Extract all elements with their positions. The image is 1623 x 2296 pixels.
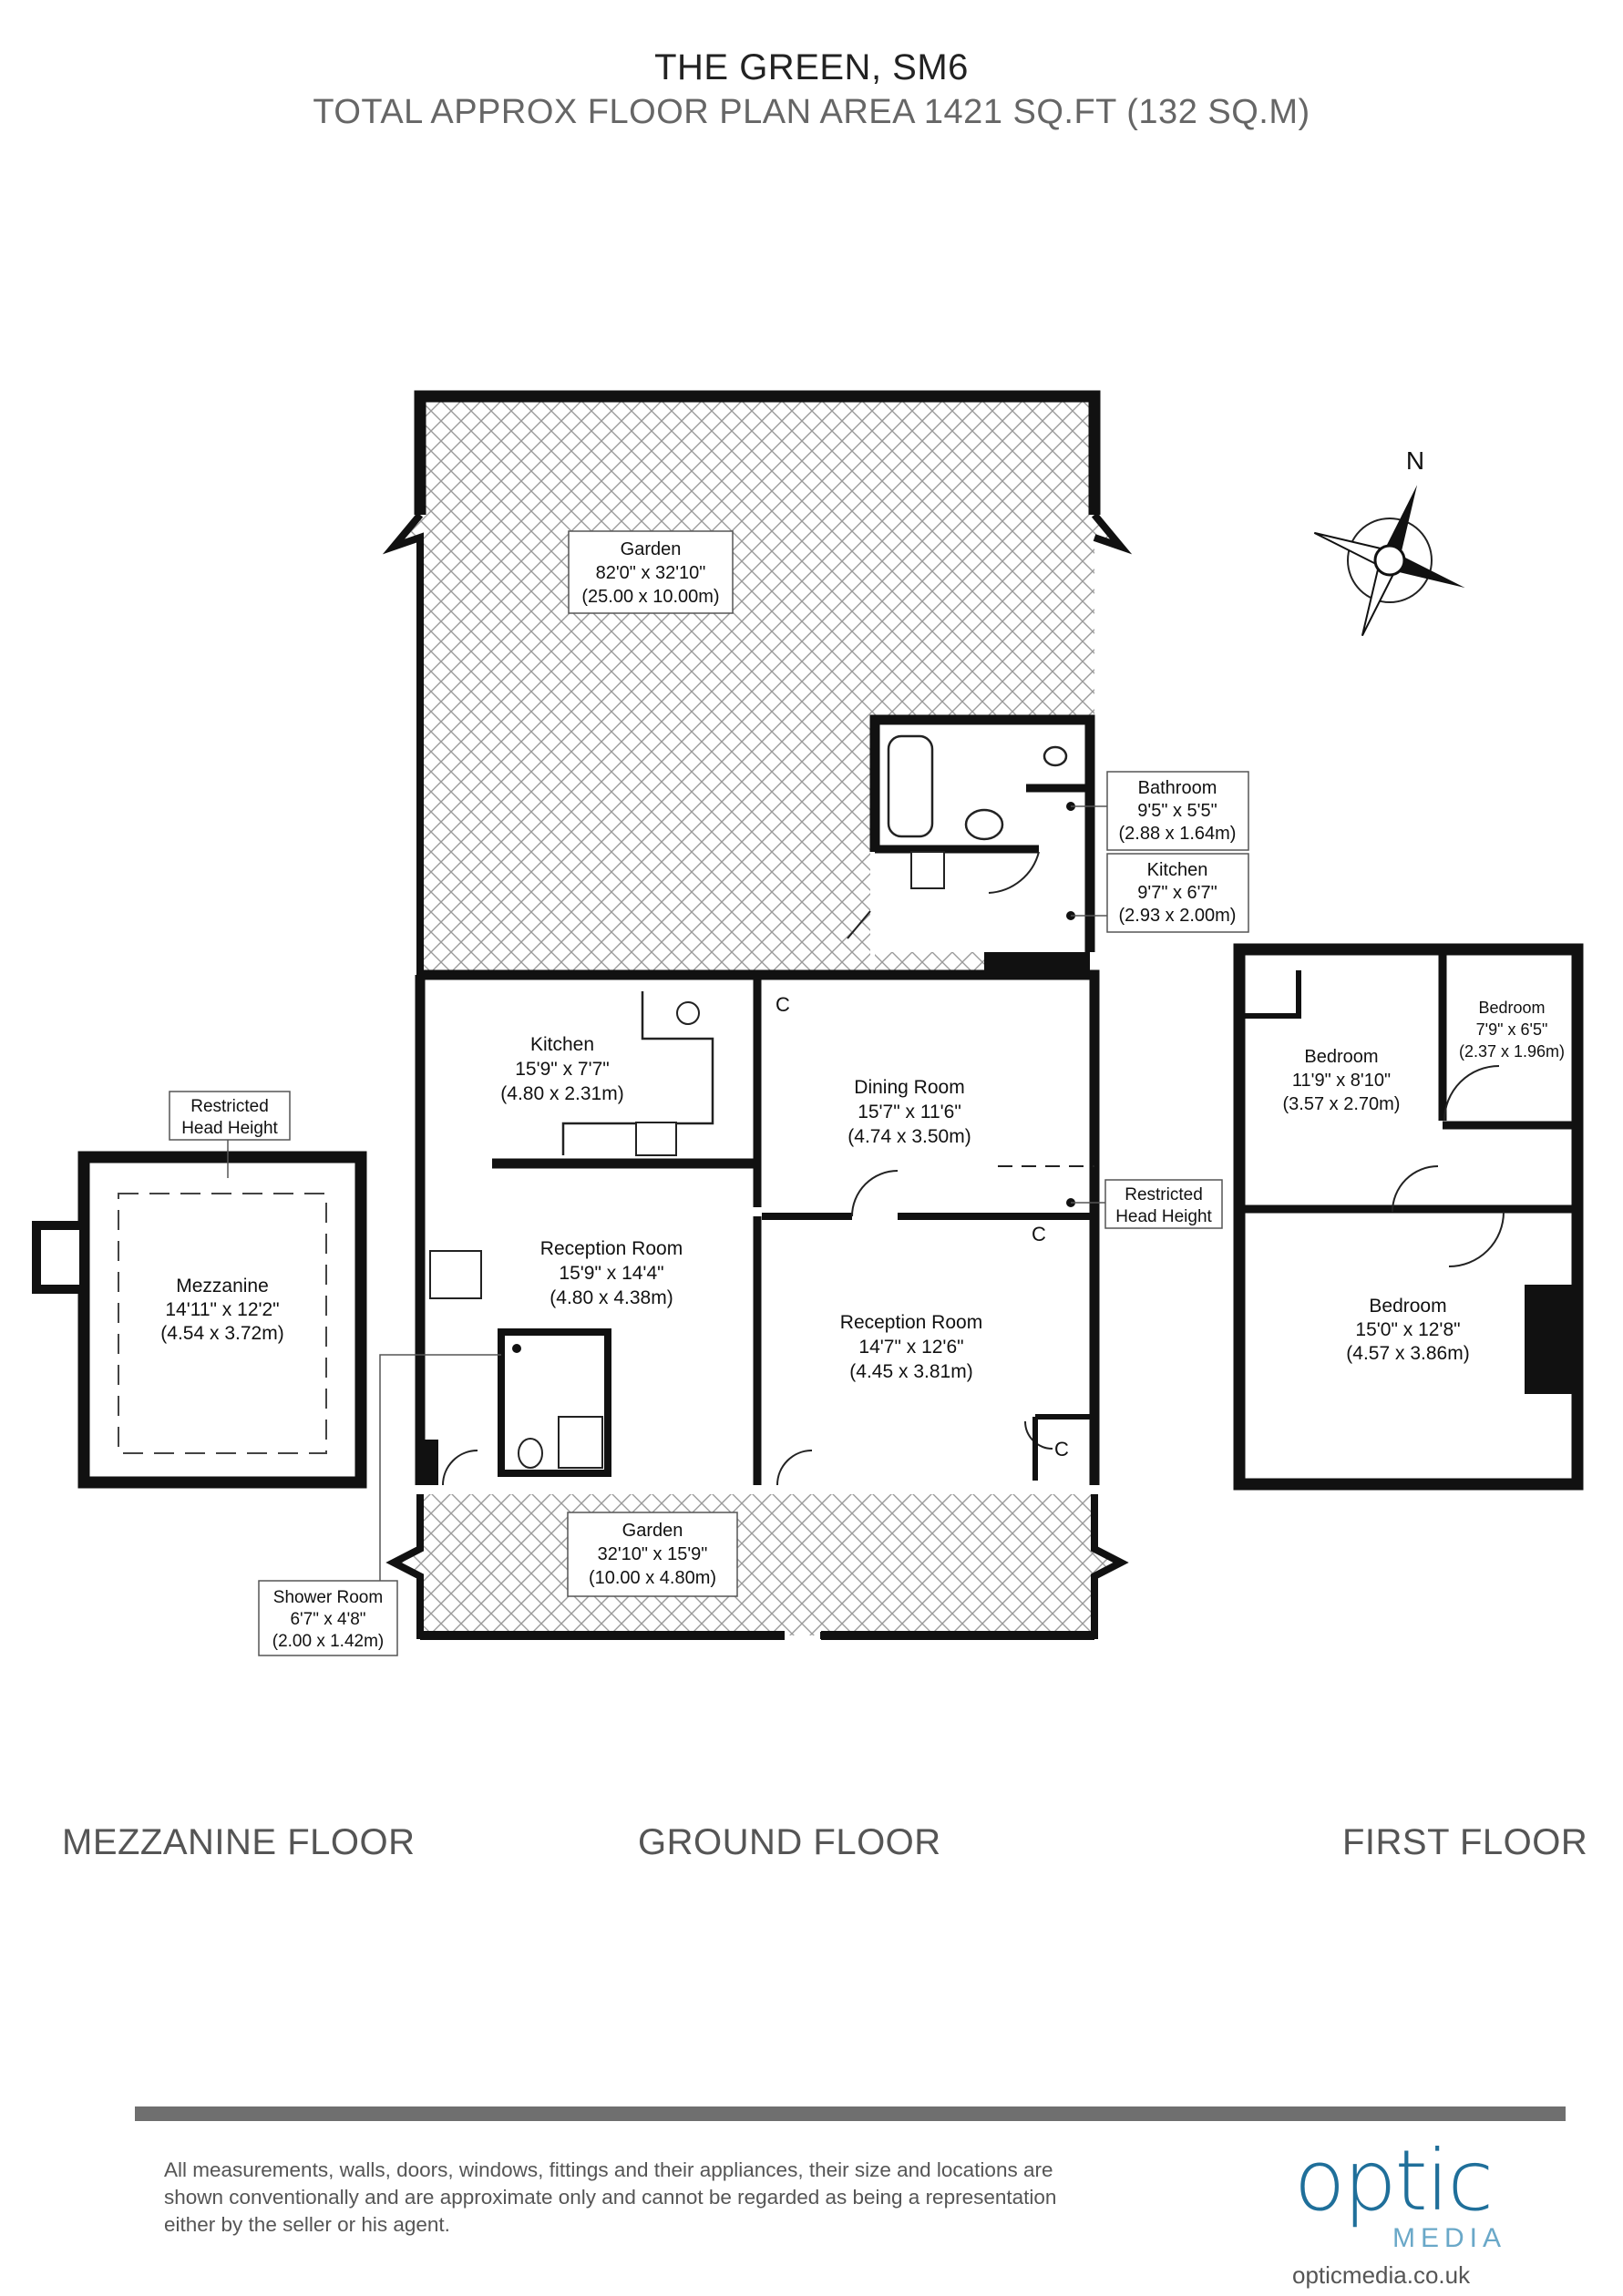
label-mezzanine: Mezzanine 14'11" x 12'2" (4.54 x 3.72m) xyxy=(160,1276,283,1344)
plan-subtitle: TOTAL APPROX FLOOR PLAN AREA 1421 SQ.FT … xyxy=(313,93,1310,131)
bedroom-2-name: Bedroom xyxy=(1478,999,1545,1017)
bathroom-imperial: 9'5" x 5'5" xyxy=(1137,801,1217,821)
shower-room-imperial: 6'7" x 4'8" xyxy=(290,1610,365,1629)
shower-room-name: Shower Room xyxy=(273,1588,383,1607)
cupboard-marker: C xyxy=(776,993,790,1016)
floor-label-ground: GROUND FLOOR xyxy=(638,1822,941,1862)
floor-label-mezzanine: MEZZANINE FLOOR xyxy=(62,1822,416,1862)
restricted-mezz-line2: Head Height xyxy=(181,1119,278,1138)
label-kitchen-main: Kitchen 15'9" x 7'7" (4.80 x 2.31m) xyxy=(500,1034,623,1104)
kitchen-main-name: Kitchen xyxy=(530,1034,594,1055)
bedroom-3-imperial: 15'0" x 12'8" xyxy=(1355,1319,1460,1340)
optic-logo-url: opticmedia.co.uk xyxy=(1292,2261,1471,2289)
reception-right-metric: (4.45 x 3.81m) xyxy=(849,1361,972,1382)
kitchen-small-name: Kitchen xyxy=(1147,860,1208,880)
first-floor xyxy=(1233,943,1584,1491)
bedroom-1-imperial: 11'9" x 8'10" xyxy=(1292,1071,1391,1091)
bedroom-3-metric: (4.57 x 3.86m) xyxy=(1346,1343,1469,1364)
label-bedroom-3: Bedroom 15'0" x 12'8" (4.57 x 3.86m) xyxy=(1346,1296,1469,1364)
label-reception-left: Reception Room 15'9" x 14'4" (4.80 x 4.3… xyxy=(540,1238,683,1308)
garden-front-imperial: 32'10" x 15'9" xyxy=(598,1544,708,1564)
compass-north-label: N xyxy=(1406,446,1424,475)
disclaimer-line: All measurements, walls, doors, windows,… xyxy=(164,2158,1053,2181)
bathroom-metric: (2.88 x 1.64m) xyxy=(1119,824,1237,844)
bedroom-1-name: Bedroom xyxy=(1304,1047,1378,1067)
bathroom-kitchen-block xyxy=(847,714,1095,984)
reception-left-metric: (4.80 x 4.38m) xyxy=(550,1287,673,1308)
label-shower-room: Shower Room 6'7" x 4'8" (2.00 x 1.42m) xyxy=(258,1580,398,1656)
reception-right-name: Reception Room xyxy=(840,1312,982,1333)
compass-rose-icon xyxy=(1313,485,1465,637)
floor-label-first: FIRST FLOOR xyxy=(1342,1822,1588,1862)
footer-divider xyxy=(135,2106,1566,2121)
disclaimer-line: shown conventionally and are approximate… xyxy=(164,2186,1057,2209)
garden-rear-imperial: 82'0" x 32'10" xyxy=(596,563,706,583)
shower-room-leader xyxy=(379,1354,501,1604)
cupboard-marker: C xyxy=(1054,1438,1069,1461)
bedroom-2-metric: (2.37 x 1.96m) xyxy=(1459,1042,1565,1061)
kitchen-small-imperial: 9'7" x 6'7" xyxy=(1137,883,1217,903)
kitchen-main-imperial: 15'9" x 7'7" xyxy=(515,1059,610,1080)
shower-room-metric: (2.00 x 1.42m) xyxy=(272,1632,385,1651)
label-restricted-mezz: Restricted Head Height xyxy=(169,1091,291,1141)
bathroom-name: Bathroom xyxy=(1138,778,1217,798)
label-restricted-ground: Restricted Head Height xyxy=(1071,1179,1223,1229)
reception-right-imperial: 14'7" x 12'6" xyxy=(858,1337,963,1358)
disclaimer-line: either by the seller or his agent. xyxy=(164,2213,450,2236)
kitchen-small-metric: (2.93 x 2.00m) xyxy=(1119,906,1237,926)
kitchen-main-metric: (4.80 x 2.31m) xyxy=(500,1083,623,1104)
label-bedroom-1: Bedroom 11'9" x 8'10" (3.57 x 2.70m) xyxy=(1283,1047,1401,1114)
label-bathroom: Bathroom 9'5" x 5'5" (2.88 x 1.64m) xyxy=(1071,771,1249,851)
mezzanine-floor xyxy=(32,1139,367,1489)
restricted-ground-line2: Head Height xyxy=(1115,1207,1212,1226)
mezzanine-imperial: 14'11" x 12'2" xyxy=(165,1299,279,1320)
bedroom-3-name: Bedroom xyxy=(1369,1296,1446,1317)
mezzanine-metric: (4.54 x 3.72m) xyxy=(160,1323,283,1344)
dining-room-metric: (4.74 x 3.50m) xyxy=(847,1126,971,1147)
reception-left-name: Reception Room xyxy=(540,1238,683,1259)
dining-room-imperial: 15'7" x 11'6" xyxy=(858,1102,961,1122)
label-kitchen-small: Kitchen 9'7" x 6'7" (2.93 x 2.00m) xyxy=(1071,853,1249,933)
garden-rear-metric: (25.00 x 10.00m) xyxy=(581,587,719,607)
mezzanine-name: Mezzanine xyxy=(176,1276,269,1297)
dining-room-name: Dining Room xyxy=(854,1077,964,1098)
ground-floor-house xyxy=(223,802,1100,1486)
garden-front-name: Garden xyxy=(622,1521,683,1541)
label-garden-front: Garden 32'10" x 15'9" (10.00 x 4.80m) xyxy=(567,1512,738,1597)
bedroom-2-imperial: 7'9" x 6'5" xyxy=(1476,1020,1548,1039)
garden-rear-name: Garden xyxy=(621,539,682,559)
front-garden xyxy=(385,1494,1129,1640)
restricted-ground-line1: Restricted xyxy=(1125,1185,1203,1204)
optic-logo-wordmark: optic xyxy=(1294,2132,1494,2229)
cupboard-marker: C xyxy=(1032,1223,1046,1245)
label-dining-room: Dining Room 15'7" x 11'6" (4.74 x 3.50m) xyxy=(847,1077,971,1147)
plan-title: THE GREEN, SM6 xyxy=(654,47,969,87)
label-bedroom-2: Bedroom 7'9" x 6'5" (2.37 x 1.96m) xyxy=(1459,999,1565,1061)
optic-logo-media: MEDIA xyxy=(1392,2223,1507,2253)
reception-left-imperial: 15'9" x 14'4" xyxy=(559,1263,663,1284)
garden-front-metric: (10.00 x 4.80m) xyxy=(589,1568,716,1588)
restricted-mezz-line1: Restricted xyxy=(190,1097,269,1116)
bedroom-1-metric: (3.57 x 2.70m) xyxy=(1283,1094,1401,1114)
disclaimer: All measurements, walls, doors, windows,… xyxy=(164,2157,1166,2239)
label-reception-right: Reception Room 14'7" x 12'6" (4.45 x 3.8… xyxy=(840,1312,982,1382)
label-garden-rear: Garden 82'0" x 32'10" (25.00 x 10.00m) xyxy=(568,530,734,614)
